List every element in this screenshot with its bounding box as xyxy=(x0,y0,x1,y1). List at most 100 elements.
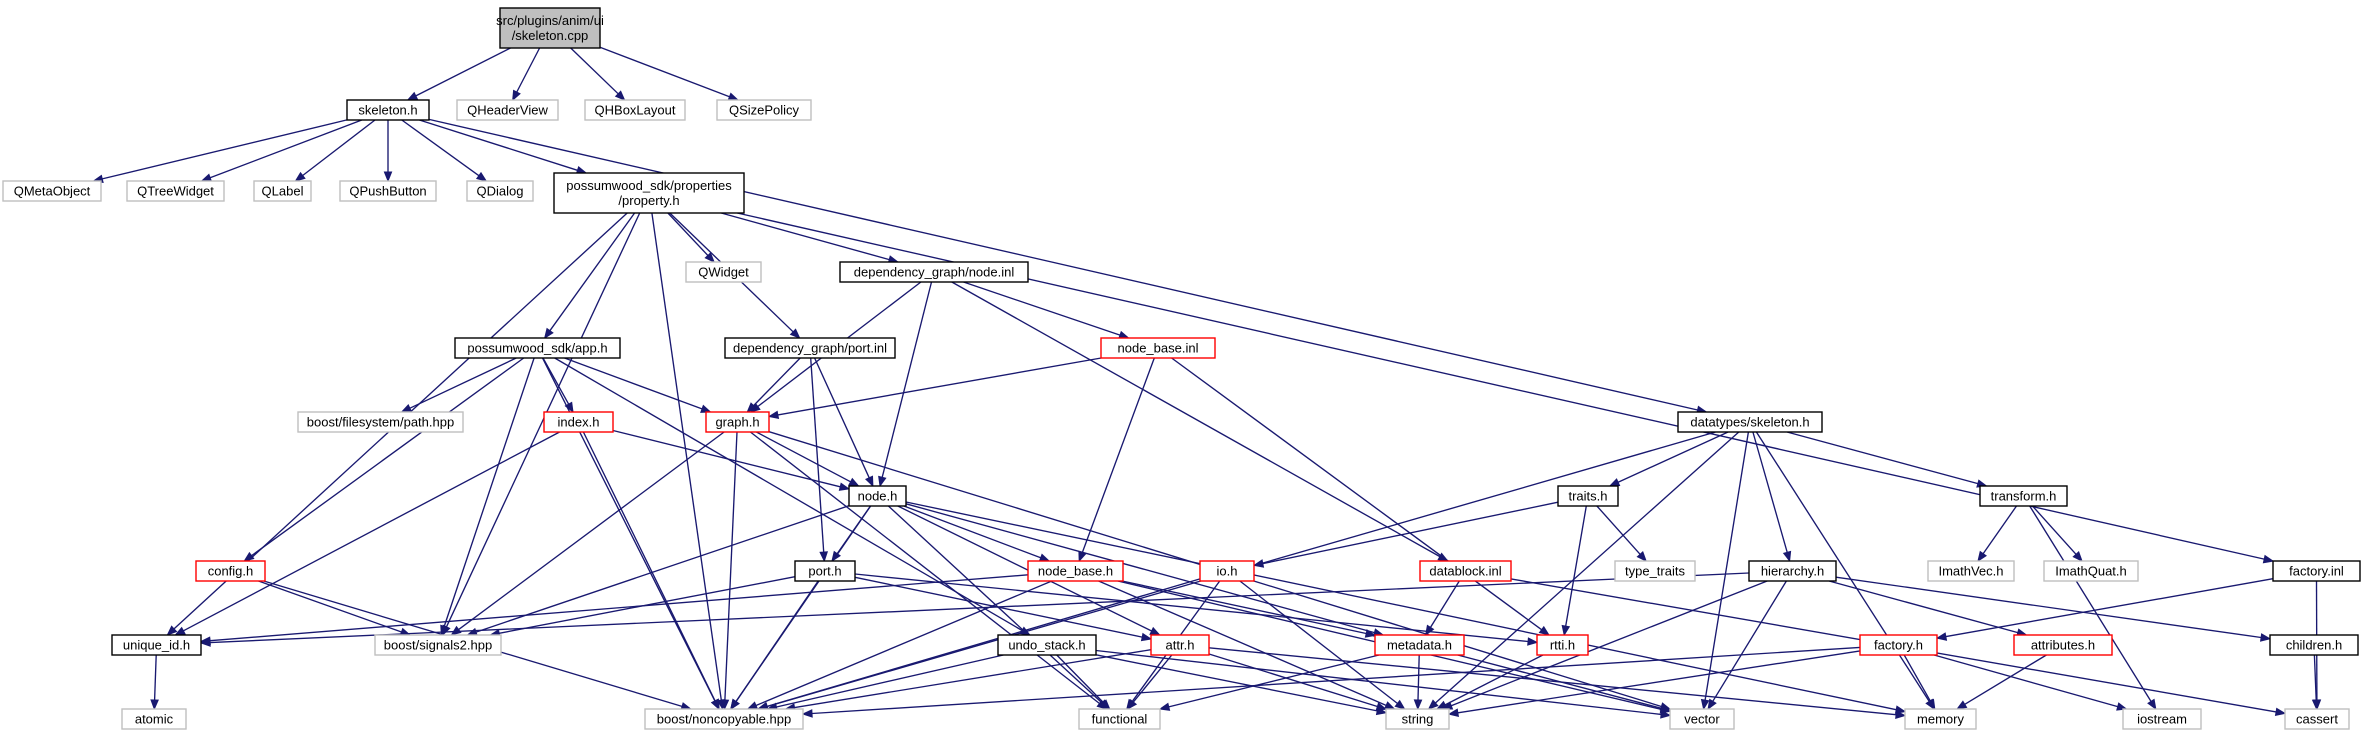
node-datablock-inl[interactable]: datablock.inl xyxy=(1419,560,1512,582)
node-transform-h[interactable]: transform.h xyxy=(1979,485,2068,507)
edge-dg_port_inl-to-node_h xyxy=(813,357,874,488)
node-signals2[interactable]: boost/signals2.hpp xyxy=(374,634,502,656)
edge-line xyxy=(1168,654,1380,708)
node-box xyxy=(111,634,202,656)
arrowhead xyxy=(150,699,159,711)
edge-line xyxy=(813,357,870,479)
node-label: /property.h xyxy=(618,193,679,208)
edge-graph_h-to-node_h xyxy=(756,431,860,487)
node-graph-h[interactable]: graph.h xyxy=(705,411,770,433)
node-skeleton-cpp[interactable]: src/plugins/anim/ui/skeleton.cpp xyxy=(496,7,604,49)
edge-line xyxy=(1095,649,1662,716)
edge-skeleton_cpp-to-QHeaderView xyxy=(512,47,541,102)
node-box xyxy=(1748,560,1837,582)
edge-line xyxy=(102,119,348,180)
node-app-h[interactable]: possumwood_sdk/app.h xyxy=(454,337,621,359)
node-box xyxy=(724,337,896,359)
node-iostream[interactable]: iostream xyxy=(2122,708,2202,730)
node-functional[interactable]: functional xyxy=(1078,708,1161,730)
node-ImathVec[interactable]: ImathVec.h xyxy=(1927,560,2015,582)
arrowhead xyxy=(1660,710,1672,719)
node-traits-h[interactable]: traits.h xyxy=(1557,485,1619,507)
node-QLabel[interactable]: QLabel xyxy=(253,180,312,202)
node-label: ImathQuat.h xyxy=(2055,564,2127,579)
node-cassert[interactable]: cassert xyxy=(2284,708,2350,730)
node-dt-skeleton-h[interactable]: datatypes/skeleton.h xyxy=(1677,411,1823,433)
node-vector[interactable]: vector xyxy=(1669,708,1735,730)
edge-line xyxy=(1434,431,1740,704)
arrowhead xyxy=(1140,632,1153,642)
node-unique-id-h[interactable]: unique_id.h xyxy=(111,634,202,656)
node-box xyxy=(716,99,812,121)
node-atomic[interactable]: atomic xyxy=(121,708,187,730)
arrowhead xyxy=(1527,637,1539,646)
arrowhead xyxy=(1895,710,1907,719)
node-label: QLabel xyxy=(262,184,304,199)
node-box xyxy=(839,261,1029,283)
edge-line xyxy=(881,281,933,478)
arrowhead xyxy=(700,404,712,413)
node-box xyxy=(374,634,502,656)
node-QHBoxLayout[interactable]: QHBoxLayout xyxy=(584,99,686,121)
edge-line xyxy=(1208,647,1897,716)
edge-line xyxy=(1617,431,1729,483)
edge-skeleton_h-to-QLabel xyxy=(294,119,376,182)
arrowhead xyxy=(2147,698,2157,711)
node-memory[interactable]: memory xyxy=(1904,708,1977,730)
node-string[interactable]: string xyxy=(1385,708,1450,730)
node-box xyxy=(466,180,534,202)
node-dg-node-inl[interactable]: dependency_graph/node.inl xyxy=(839,261,1029,283)
node-QTreeWidget[interactable]: QTreeWidget xyxy=(126,180,225,202)
node-index-h[interactable]: index.h xyxy=(543,411,614,433)
node-metadata-h[interactable]: metadata.h xyxy=(1374,634,1465,656)
edge-traits_h-to-type_traits xyxy=(1596,505,1647,562)
node-box xyxy=(1557,485,1619,507)
node-QSizePolicy[interactable]: QSizePolicy xyxy=(716,99,812,121)
node-dg-port-inl[interactable]: dependency_graph/port.inl xyxy=(724,337,896,359)
edge-node_base_inl-to-rtti_h xyxy=(1171,357,1550,636)
node-config-h[interactable]: config.h xyxy=(195,560,266,582)
node-boost-fs[interactable]: boost/filesystem/path.hpp xyxy=(297,411,464,433)
node-io-h[interactable]: io.h xyxy=(1199,560,1255,582)
node-box xyxy=(454,337,621,359)
node-QMetaObject[interactable]: QMetaObject xyxy=(2,180,102,202)
node-node-base-inl[interactable]: node_base.inl xyxy=(1100,337,1216,359)
node-factory-h[interactable]: factory.h xyxy=(1859,634,1938,656)
edge-line xyxy=(428,118,1698,411)
edge-line xyxy=(1982,505,2018,554)
node-noncopyable[interactable]: boost/noncopyable.hpp xyxy=(644,708,804,730)
node-undo-stack-h[interactable]: undo_stack.h xyxy=(997,634,1097,656)
arrowhead xyxy=(2260,633,2272,642)
edge-app_h-to-signals2 xyxy=(440,357,535,637)
edge-app_h-to-boost_fs xyxy=(400,357,517,413)
node-property-h[interactable]: possumwood_sdk/properties/property.h xyxy=(553,172,745,214)
edge-skeleton_h-to-QDialog xyxy=(401,119,488,182)
node-skeleton-h[interactable]: skeleton.h xyxy=(346,99,430,121)
node-label: atomic xyxy=(135,712,174,727)
node-QWidget[interactable]: QWidget xyxy=(685,261,762,283)
node-type-traits[interactable]: type_traits xyxy=(1614,560,1696,582)
edge-line xyxy=(951,281,1441,558)
node-node-h[interactable]: node.h xyxy=(848,485,907,507)
node-box xyxy=(1385,708,1450,730)
node-QHeaderView[interactable]: QHeaderView xyxy=(456,99,559,121)
node-port-h[interactable]: port.h xyxy=(794,560,856,582)
node-hierarchy-h[interactable]: hierarchy.h xyxy=(1748,560,1837,582)
node-children-h[interactable]: children.h xyxy=(2269,634,2359,656)
node-attr-h[interactable]: attr.h xyxy=(1150,634,1210,656)
node-label: hierarchy.h xyxy=(1761,564,1824,579)
edge-line xyxy=(776,654,1004,708)
edge-line xyxy=(1457,650,1861,714)
node-factory-inl[interactable]: factory.inl xyxy=(2272,560,2361,582)
node-box xyxy=(1904,708,1977,730)
node-QDialog[interactable]: QDialog xyxy=(466,180,534,202)
node-attributes-h[interactable]: attributes.h xyxy=(2013,634,2113,656)
node-node-base-h[interactable]: node_base.h xyxy=(1027,560,1124,582)
node-label: functional xyxy=(1092,712,1148,727)
edge-children_h-to-cassert xyxy=(2311,654,2321,711)
node-QPushButton[interactable]: QPushButton xyxy=(339,180,437,202)
node-ImathQuat[interactable]: ImathQuat.h xyxy=(2043,560,2139,582)
edge-line xyxy=(1262,501,1559,565)
edge-traits_h-to-rtti_h xyxy=(1561,505,1587,637)
node-rtti-h[interactable]: rtti.h xyxy=(1536,634,1589,656)
